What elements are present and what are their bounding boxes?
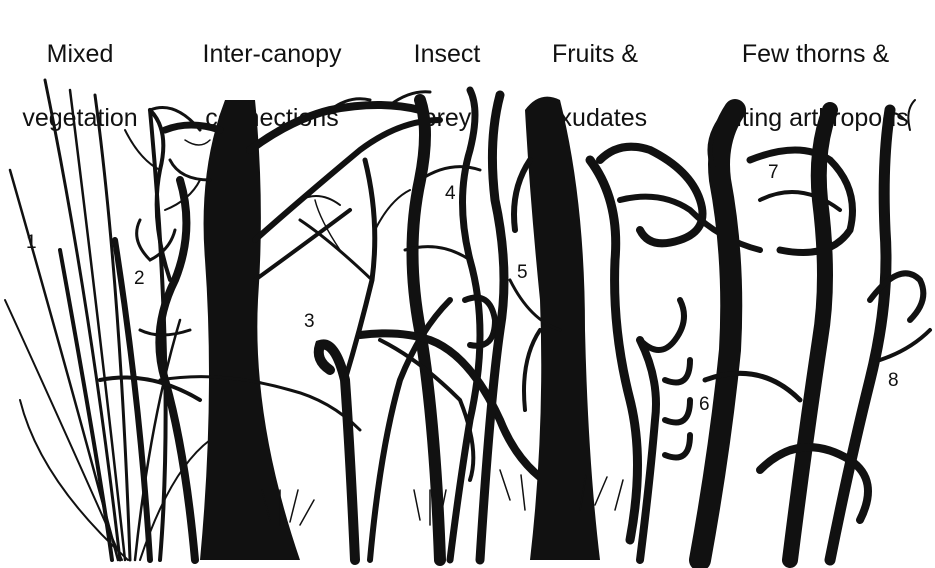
label-2: 2 [134,268,145,289]
label-1: 1 [26,232,37,253]
label-5: 5 [517,262,528,283]
mixed-vegetation-group [5,80,210,560]
fruits-exudates-group [500,97,638,560]
thorns-arthropods-group [600,100,930,560]
label-4: 4 [445,183,456,204]
label-8: 8 [888,370,899,391]
canopy-tree-group [160,92,440,560]
label-7: 7 [768,162,779,183]
label-6: 6 [699,394,710,415]
label-3: 3 [304,311,315,332]
insect-prey-group [300,90,560,560]
